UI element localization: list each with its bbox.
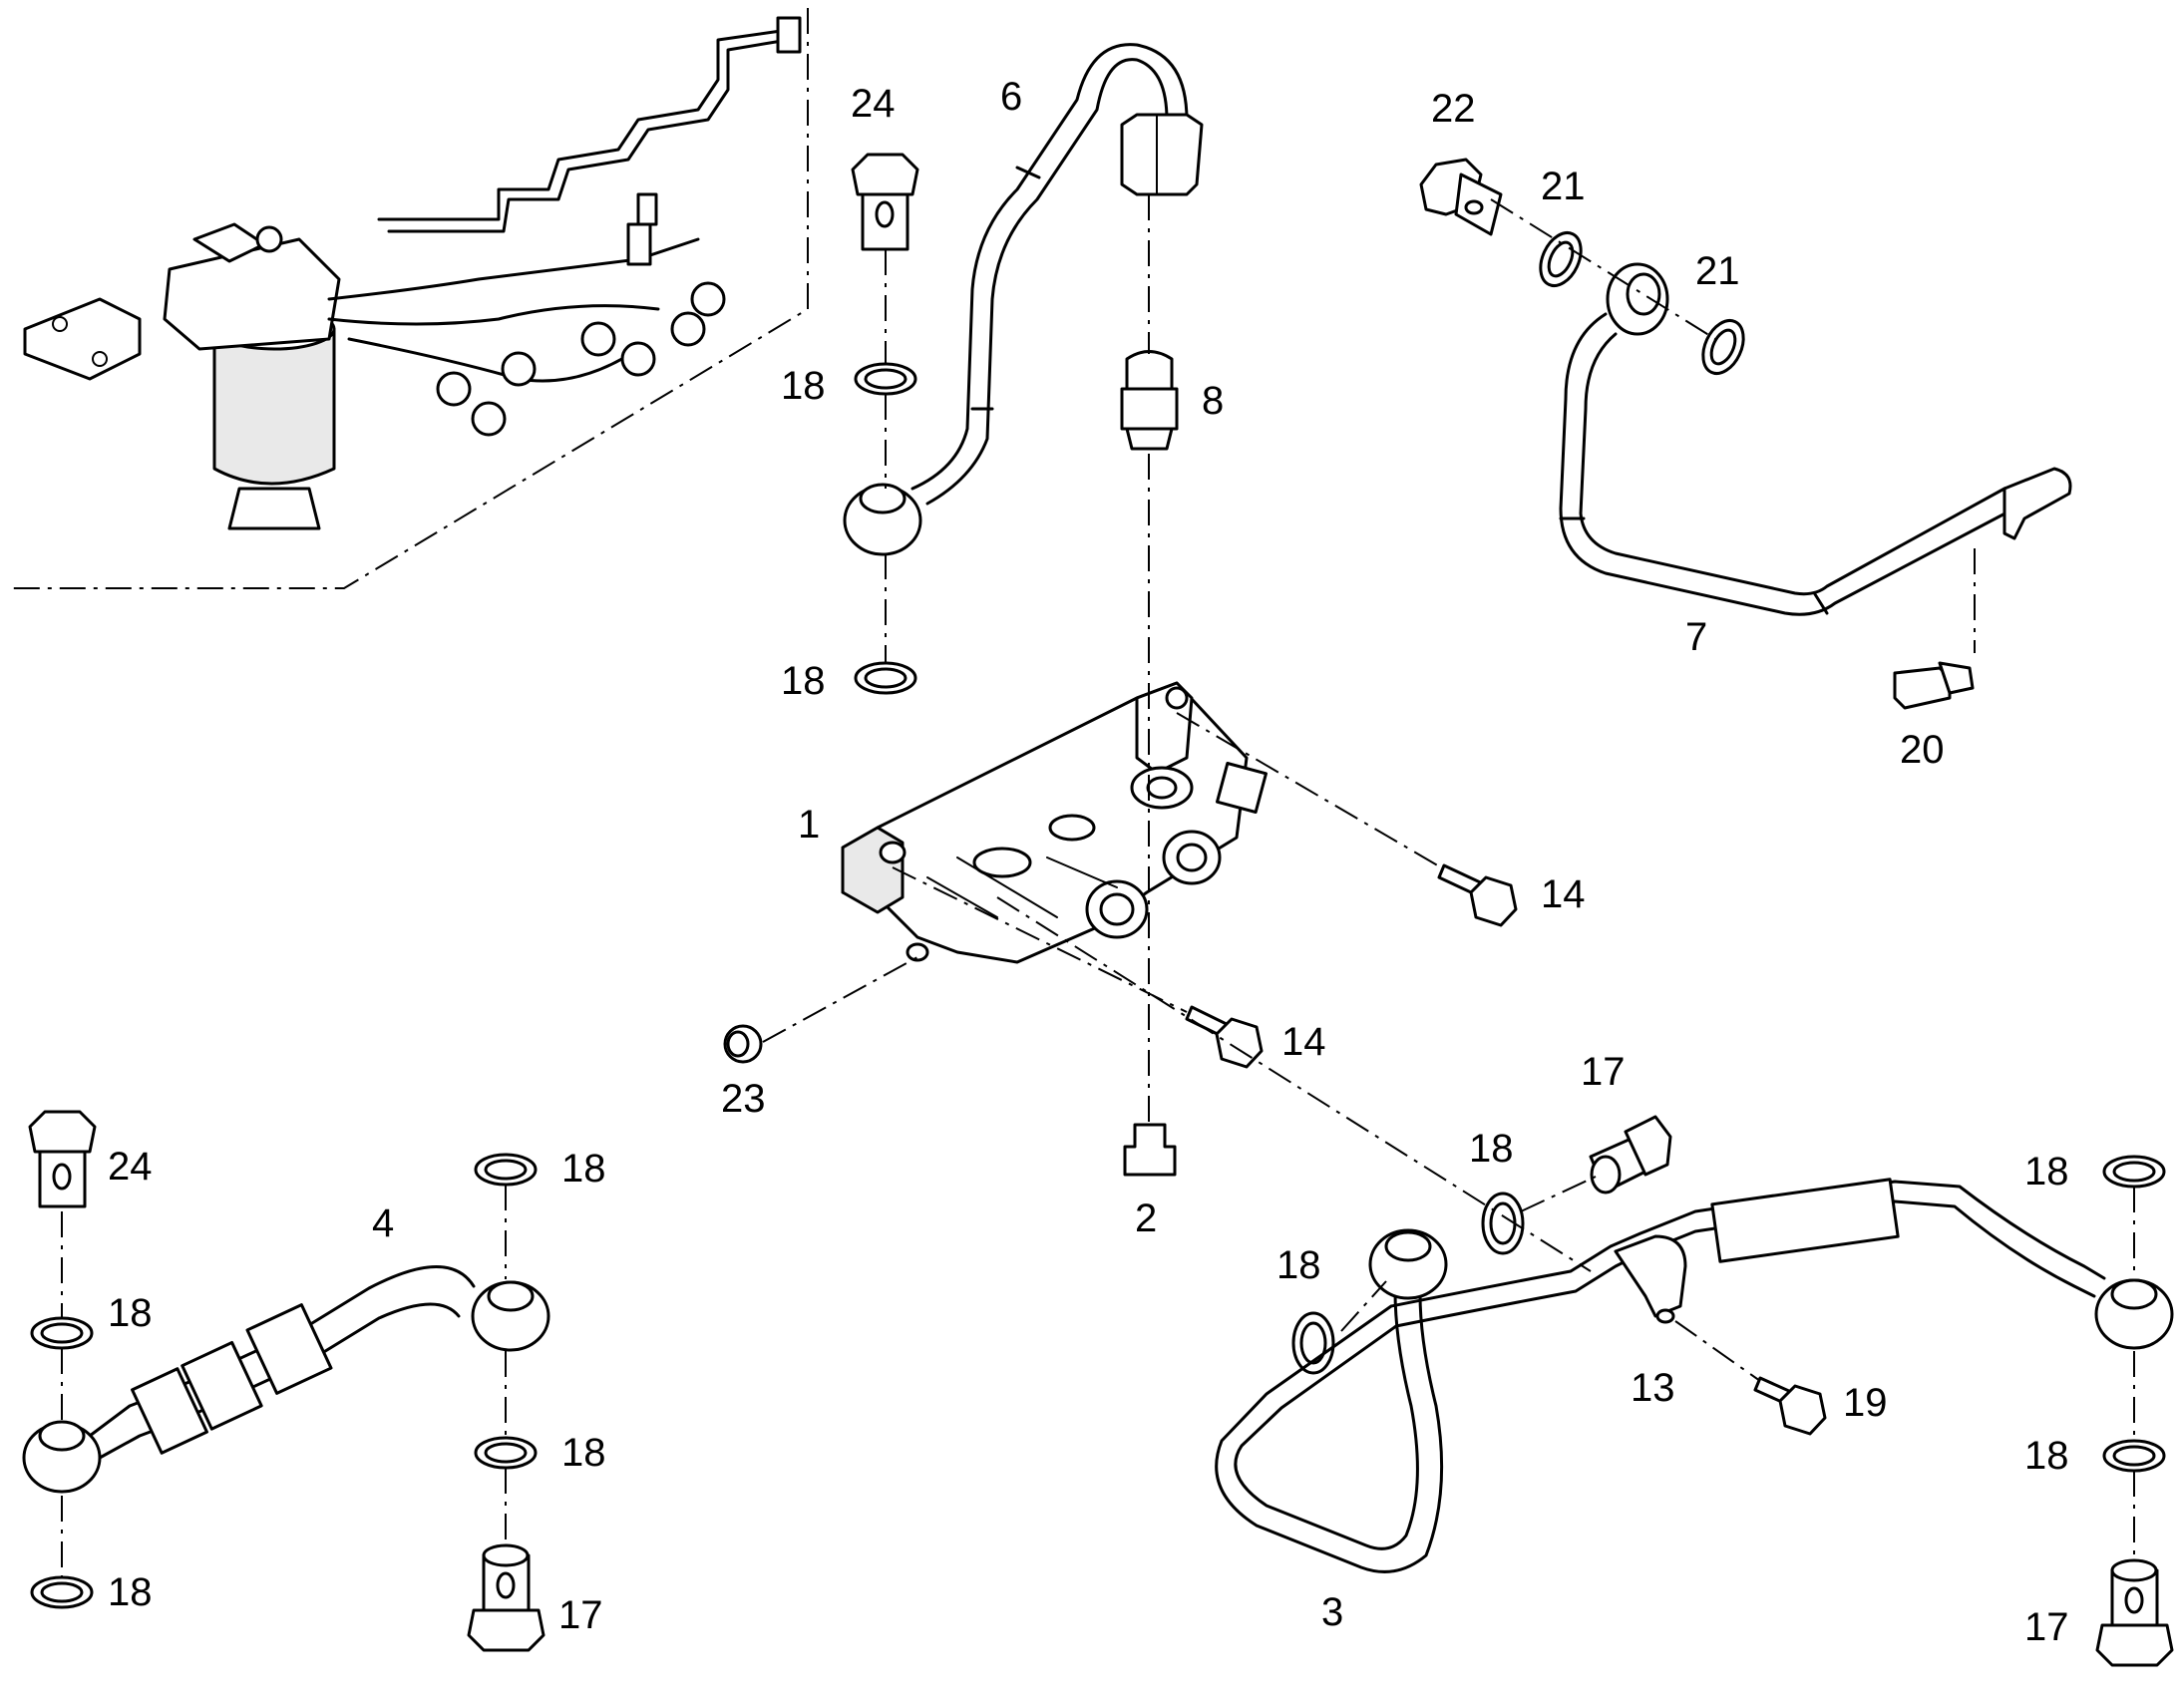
part-21-seal-ring-b <box>1701 319 1745 375</box>
callout-6: 6 <box>1000 75 1022 119</box>
part-14-bolt-lower <box>1185 1005 1264 1069</box>
part-21-seal-ring-a <box>1539 231 1583 287</box>
seal-ring-6 <box>30 1575 94 1609</box>
seal-ring-10 <box>2102 1439 2166 1473</box>
callout-2: 2 <box>1135 1196 1157 1240</box>
callout-18-mid: 18 <box>781 659 826 703</box>
part-22-banjo-bolt <box>1419 158 1503 236</box>
callout-18-4c: 18 <box>561 1431 606 1475</box>
seal-ring-2 <box>854 661 917 695</box>
callout-22: 22 <box>1431 87 1476 131</box>
callout-7: 7 <box>1685 615 1707 659</box>
seal-ring-1 <box>854 362 917 396</box>
callout-1: 1 <box>798 803 820 847</box>
callout-labels: 1 2 3 4 6 7 8 13 14 14 17 17 17 18 18 18… <box>108 75 2069 1649</box>
part-2-plug <box>1123 1123 1177 1177</box>
seal-ring-7 <box>1481 1192 1525 1255</box>
callout-19: 19 <box>1843 1381 1888 1425</box>
assembly-centerlines <box>61 194 2135 1577</box>
callout-3: 3 <box>1321 1590 1343 1634</box>
part-6-fuel-pipe <box>843 43 1204 556</box>
seal-ring-9 <box>2102 1155 2166 1189</box>
overview-inset <box>8 8 809 589</box>
callout-13: 13 <box>1631 1366 1675 1410</box>
callout-24-left: 24 <box>108 1145 153 1189</box>
callout-17-center: 17 <box>1581 1050 1626 1094</box>
part-20-plug <box>1893 661 1975 710</box>
part-8-adapter <box>1120 350 1179 451</box>
seal-ring-3 <box>474 1153 538 1187</box>
callout-8: 8 <box>1202 379 1224 423</box>
callout-21-a: 21 <box>1541 165 1586 208</box>
callout-23: 23 <box>721 1077 766 1121</box>
part-24-banjo-bolt-left <box>28 1110 97 1208</box>
callout-18-3c: 18 <box>2024 1150 2069 1194</box>
part-19-bolt <box>1753 1376 1827 1436</box>
part-24-banjo-bolt-top <box>851 153 919 251</box>
callout-17-left: 17 <box>558 1593 603 1637</box>
part-17-banjo-bolt-center <box>1589 1115 1672 1195</box>
callout-14-lower: 14 <box>1281 1020 1326 1064</box>
part-1-filter-bracket <box>841 681 1268 964</box>
part-17-banjo-bolt-right <box>2095 1558 2174 1667</box>
callout-24-top: 24 <box>851 82 896 126</box>
part-17-banjo-bolt-left <box>467 1543 545 1652</box>
callout-18-3d: 18 <box>2024 1434 2069 1478</box>
callout-18-top: 18 <box>781 364 826 408</box>
seal-ring-5 <box>474 1436 538 1470</box>
callout-18-3a: 18 <box>1469 1127 1514 1171</box>
callout-17-right: 17 <box>2024 1605 2069 1649</box>
callout-21-b: 21 <box>1695 249 1740 293</box>
callout-18-4b: 18 <box>108 1291 153 1335</box>
callout-18-3b: 18 <box>1276 1243 1321 1287</box>
callout-18-4d: 18 <box>108 1570 153 1614</box>
part-23-plug <box>723 1024 763 1064</box>
part-7-return-pipe <box>1559 262 2072 616</box>
seal-ring-8 <box>1291 1311 1335 1375</box>
part-4-fuel-line <box>22 1265 550 1494</box>
seal-ring-4 <box>30 1316 94 1350</box>
callout-20: 20 <box>1900 728 1945 772</box>
callout-18-4a: 18 <box>561 1147 606 1191</box>
part-14-bolt-upper <box>1437 863 1518 927</box>
callout-14-upper: 14 <box>1541 872 1586 916</box>
callout-4: 4 <box>372 1201 394 1245</box>
part-3-fuel-line <box>1215 1178 2174 1573</box>
